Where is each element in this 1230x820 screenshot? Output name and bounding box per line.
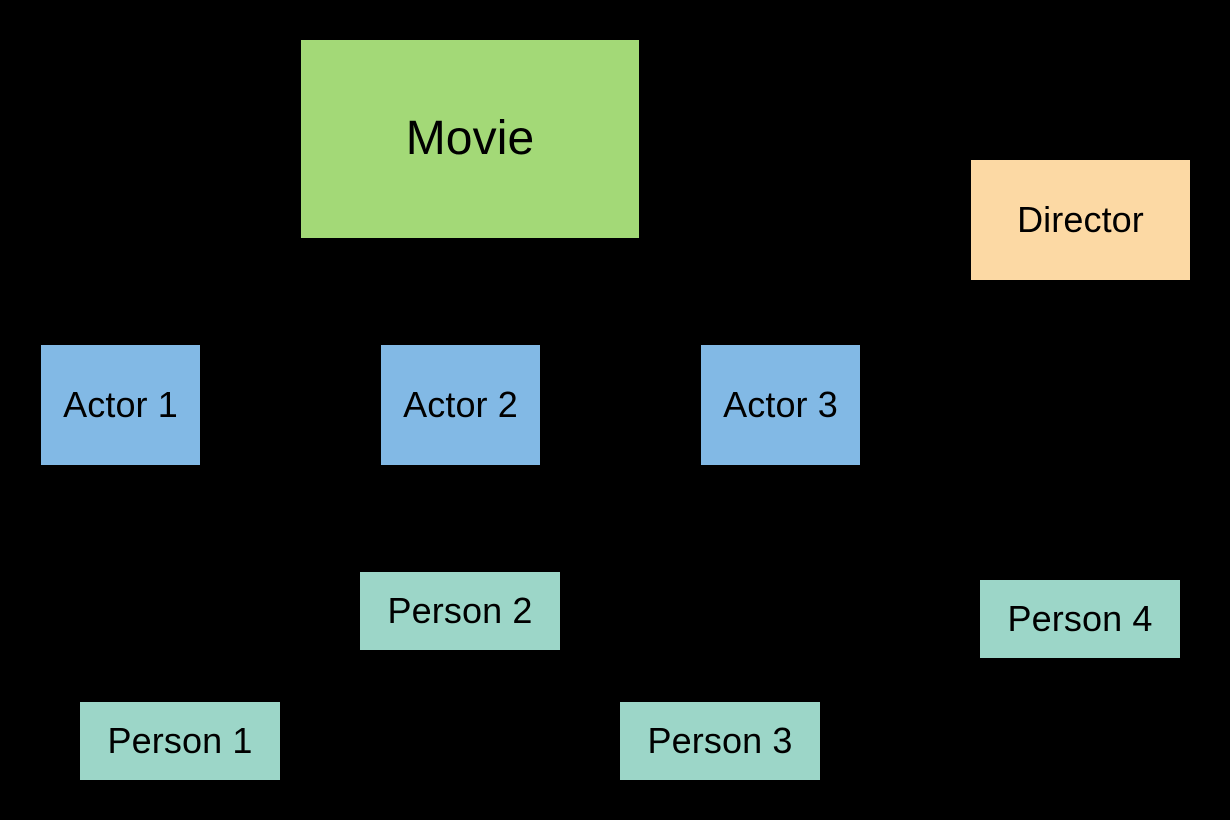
node-label-actor-3: Actor 3 <box>723 384 838 426</box>
node-label-person-3: Person 3 <box>647 720 793 762</box>
node-label-actor-2: Actor 2 <box>403 384 518 426</box>
node-actor-1[interactable]: Actor 1 <box>41 345 200 465</box>
node-label-person-4: Person 4 <box>1007 598 1153 640</box>
node-label-person-2: Person 2 <box>387 590 533 632</box>
node-actor-2[interactable]: Actor 2 <box>381 345 540 465</box>
node-movie[interactable]: Movie <box>301 40 639 238</box>
node-person-1[interactable]: Person 1 <box>80 702 280 780</box>
node-person-3[interactable]: Person 3 <box>620 702 820 780</box>
node-label-person-1: Person 1 <box>107 720 253 762</box>
node-director[interactable]: Director <box>971 160 1190 280</box>
node-label-actor-1: Actor 1 <box>63 384 178 426</box>
node-person-2[interactable]: Person 2 <box>360 572 560 650</box>
node-label-director: Director <box>1017 199 1144 241</box>
node-person-4[interactable]: Person 4 <box>980 580 1180 658</box>
node-label-movie: Movie <box>405 111 535 165</box>
node-actor-3[interactable]: Actor 3 <box>701 345 860 465</box>
